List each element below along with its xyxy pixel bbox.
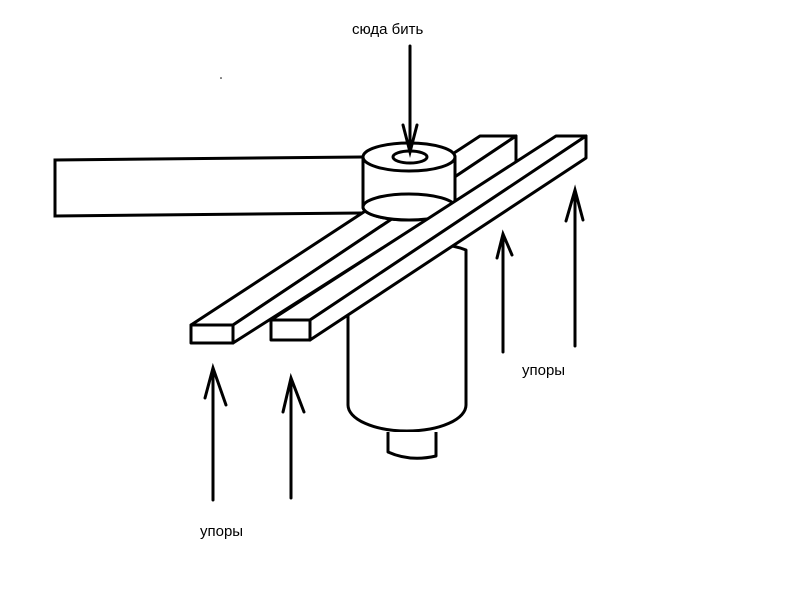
hit-arrow: [401, 44, 419, 158]
stop-arrow-1: [203, 362, 228, 502]
stop-arrow-4: [564, 184, 585, 348]
hit-here-label: сюда бить: [352, 21, 424, 38]
stops-label-right: упоры: [522, 362, 566, 379]
stop-arrow-3: [495, 229, 514, 354]
upper-cylinder: [361, 141, 457, 222]
stray-dot: [220, 77, 222, 79]
rail-front: [269, 134, 588, 342]
stop-arrow-2: [281, 372, 306, 500]
stop-arrows: [203, 184, 585, 502]
handle-bar: [53, 155, 364, 218]
stops-label-left: упоры: [200, 523, 244, 540]
